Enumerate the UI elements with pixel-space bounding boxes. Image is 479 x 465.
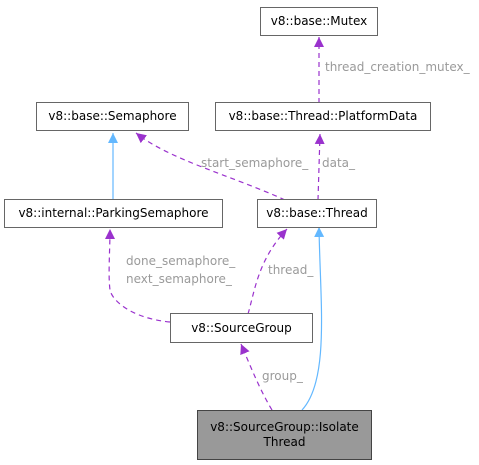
- edge-thread-to-semaphore: [135, 132, 286, 201]
- label-done-semaphore: done_semaphore_: [126, 254, 236, 268]
- node-isolate-thread[interactable]: v8::SourceGroup::Isolate Thread: [197, 410, 372, 460]
- edge-thread-to-platformdata: [314, 133, 325, 201]
- edge-sourcegroup-to-thread: [247, 228, 288, 315]
- label-thread-creation-mutex: thread_creation_mutex_: [325, 60, 470, 74]
- node-platform-data[interactable]: v8::base::Thread::PlatformData: [215, 102, 431, 131]
- node-semaphore[interactable]: v8::base::Semaphore: [36, 102, 189, 131]
- node-mutex[interactable]: v8::base::Mutex: [260, 7, 378, 36]
- node-parking-semaphore[interactable]: v8::internal::ParkingSemaphore: [4, 199, 223, 228]
- edge-sourcegroup-to-parking: [104, 228, 171, 323]
- node-parking-semaphore-label: v8::internal::ParkingSemaphore: [18, 206, 209, 220]
- node-semaphore-label: v8::base::Semaphore: [48, 109, 177, 123]
- edge-isolate-to-thread: [301, 226, 325, 411]
- label-next-semaphore: next_semaphore_: [126, 272, 232, 286]
- node-thread-label: v8::base::Thread: [266, 206, 368, 220]
- node-source-group[interactable]: v8::SourceGroup: [170, 313, 313, 343]
- node-isolate-thread-label-line1: v8::SourceGroup::Isolate: [210, 420, 359, 434]
- label-start-semaphore: start_semaphore_: [201, 156, 309, 170]
- node-isolate-thread-label-line2: Thread: [263, 435, 306, 449]
- label-thread: thread_: [268, 263, 314, 277]
- label-group: group_: [262, 369, 303, 383]
- node-thread[interactable]: v8::base::Thread: [257, 199, 377, 228]
- node-platform-data-label: v8::base::Thread::PlatformData: [228, 109, 418, 123]
- edge-isolate-to-sourcegroup: [240, 343, 273, 411]
- label-data: data_: [322, 156, 356, 170]
- node-mutex-label: v8::base::Mutex: [270, 14, 368, 28]
- node-source-group-label: v8::SourceGroup: [191, 320, 292, 335]
